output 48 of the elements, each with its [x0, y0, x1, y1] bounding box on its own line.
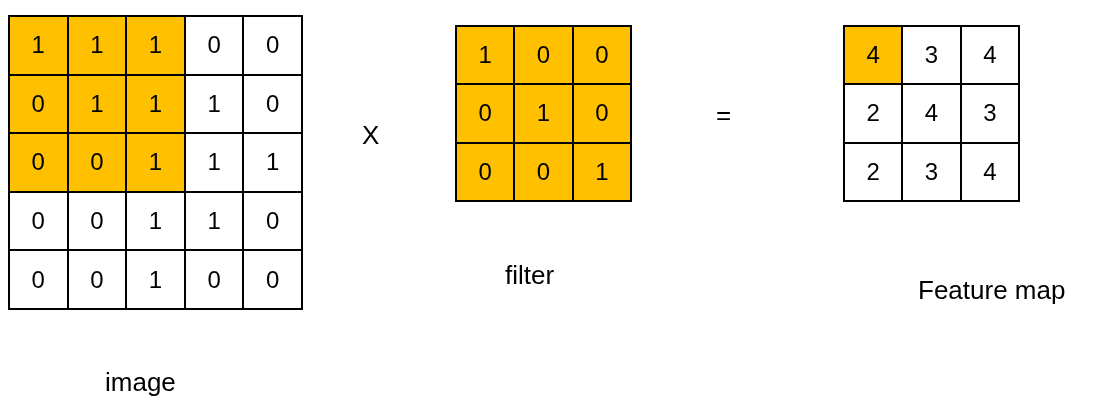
caption: Feature map — [918, 275, 1066, 306]
caption: image — [105, 367, 176, 398]
matrix-cell: 0 — [514, 142, 573, 201]
matrix-cell: 1 — [126, 250, 185, 309]
matrix-cell: 4 — [960, 142, 1019, 201]
matrix-cell: 3 — [902, 26, 961, 85]
matrix-cell: 1 — [67, 16, 127, 75]
matrix-cell: 1 — [126, 191, 185, 251]
matrix-cell: 0 — [9, 191, 68, 251]
matrix-cell: 0 — [456, 84, 515, 143]
matrix-cell: 2 — [844, 84, 903, 143]
matrix-cell: 0 — [184, 250, 244, 309]
matrix-cell: 0 — [67, 191, 127, 251]
matrix-cell: 0 — [243, 74, 302, 134]
matrix-cell: 0 — [9, 133, 68, 192]
matrix-cell: 0 — [514, 26, 573, 85]
matrix-cell: 0 — [572, 84, 631, 143]
matrix-cell: 3 — [960, 84, 1019, 143]
matrix-cell: 0 — [9, 250, 68, 309]
multiply-sign: X — [362, 120, 380, 151]
matrix-cell: 1 — [184, 191, 244, 251]
matrix-cell: 1 — [184, 74, 244, 134]
matrix-cell: 2 — [844, 142, 903, 201]
matrix-cell: 1 — [572, 142, 631, 201]
matrix-cell: 1 — [126, 16, 185, 75]
matrix-cell: 1 — [126, 133, 185, 192]
matrix-cell: 0 — [572, 26, 631, 85]
matrix-cell: 3 — [902, 142, 961, 201]
matrix-cell: 0 — [67, 133, 127, 192]
matrix-cell: 1 — [67, 74, 127, 134]
matrix-cell: 0 — [184, 16, 244, 75]
caption: filter — [505, 260, 555, 291]
matrix-cell: 1 — [243, 133, 302, 192]
matrix-cell: 4 — [960, 26, 1019, 85]
matrix-cell: 1 — [184, 133, 244, 192]
matrix-cell: 0 — [243, 191, 302, 251]
matrix-cell: 1 — [126, 74, 185, 134]
matrix-cell: 0 — [67, 250, 127, 309]
matrix-cell: 0 — [456, 142, 515, 201]
matrix-cell: 1 — [514, 84, 573, 143]
matrix-cell: 1 — [456, 26, 515, 85]
matrix-cell: 0 — [9, 74, 68, 134]
matrix-cell: 4 — [902, 84, 961, 143]
matrix-cell: 0 — [243, 16, 302, 75]
matrix-cell: 1 — [9, 16, 68, 75]
matrix-cell: 4 — [844, 26, 903, 85]
equals-sign: = — [716, 100, 732, 131]
matrix-cell: 0 — [243, 250, 302, 309]
